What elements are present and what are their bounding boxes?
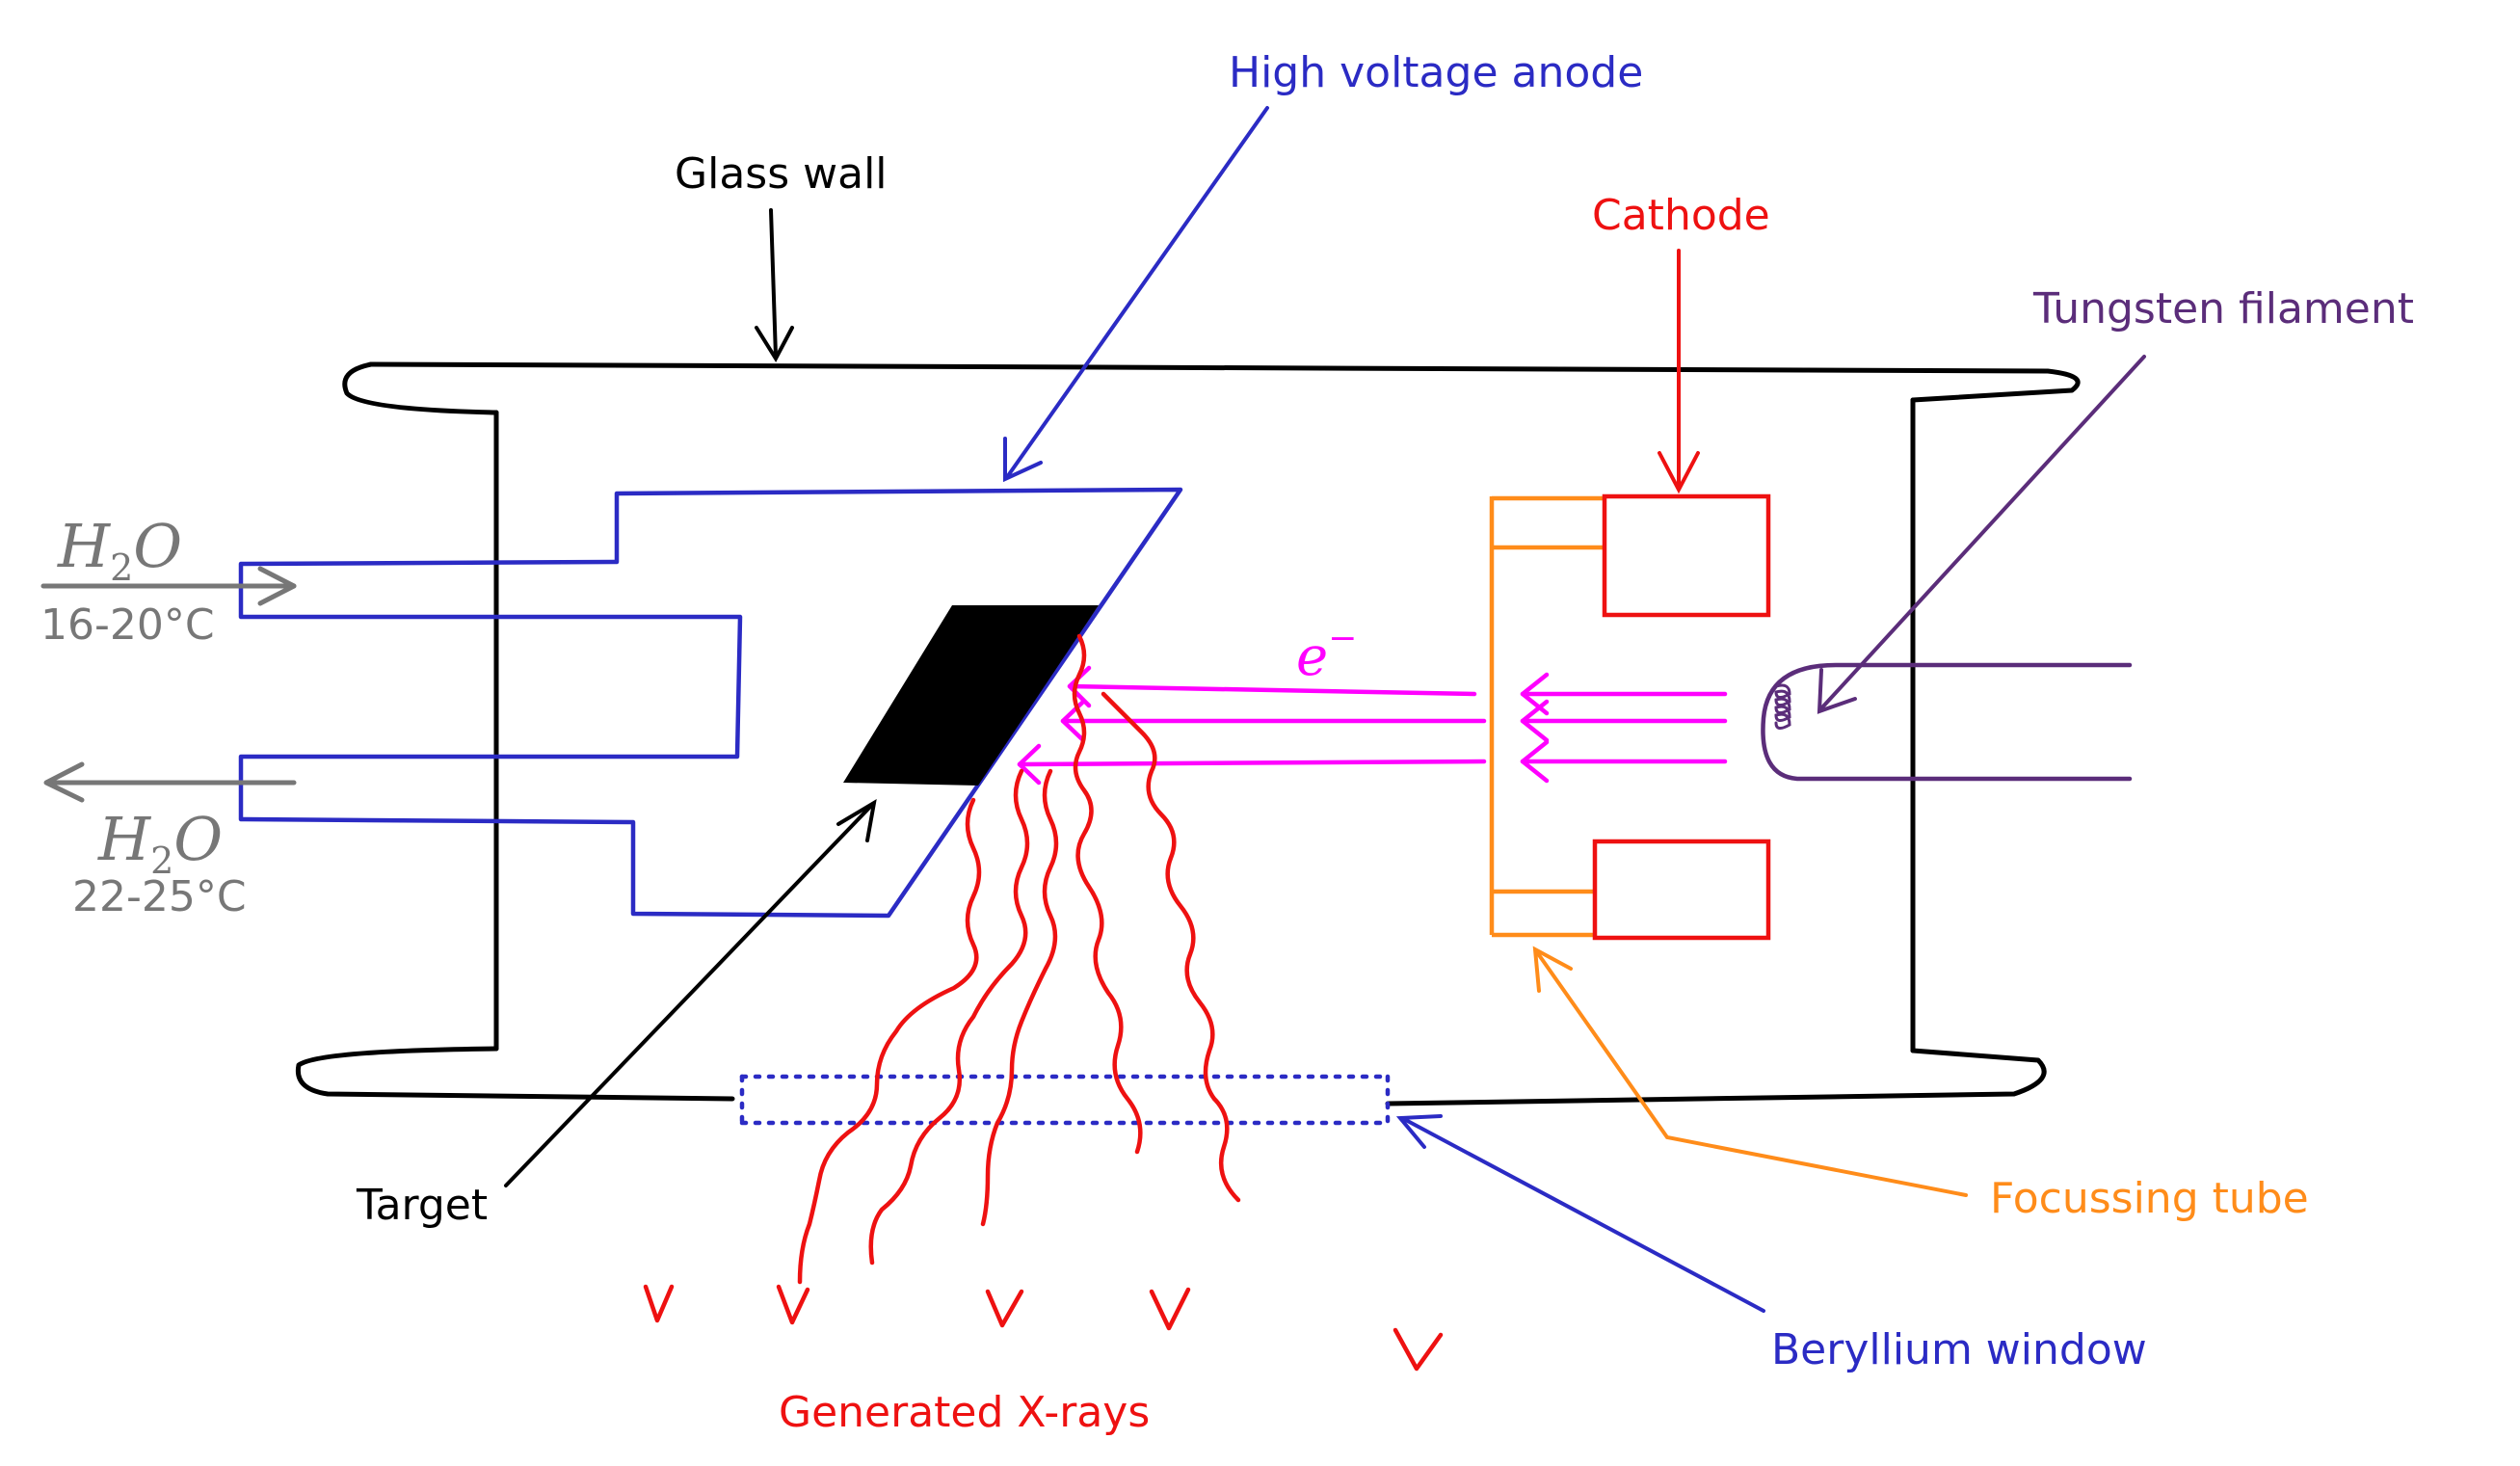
glass-wall xyxy=(295,361,2081,1106)
water-in-formula: H2O xyxy=(57,511,182,589)
target-pointer xyxy=(504,799,877,1187)
electron-label: e− xyxy=(1296,619,1357,688)
beryllium-window xyxy=(739,1074,1391,1126)
focusing-tube-pointer xyxy=(1532,946,1968,1197)
cathode xyxy=(1592,493,1771,941)
high-voltage-anode xyxy=(238,487,1183,919)
generated-xrays-label: Generated X-rays xyxy=(779,1388,1150,1437)
water-arrows xyxy=(40,566,297,803)
high-voltage-anode-label: High voltage anode xyxy=(1229,48,1643,97)
water-out-formula: H2O xyxy=(97,804,223,882)
anode-pointer xyxy=(1003,106,1269,483)
beryllium-window-label: Beryllium window xyxy=(1771,1325,2147,1374)
water-out-temp: 22-25°C xyxy=(72,872,247,921)
tungsten-filament-label: Tungsten filament xyxy=(2032,284,2414,333)
beryllium-window-pointer xyxy=(1395,1114,1765,1313)
electron-beams xyxy=(1017,665,1728,786)
focusing-tube xyxy=(1489,495,1605,938)
focusing-tube-label: Focussing tube xyxy=(1990,1174,2309,1223)
water-in-temp: 16-20°C xyxy=(40,600,215,650)
cathode-label: Cathode xyxy=(1592,191,1770,240)
tungsten-filament xyxy=(1761,662,2133,782)
target-label: Target xyxy=(356,1181,488,1230)
target-plate xyxy=(843,605,1099,786)
xray-waves xyxy=(643,633,1444,1372)
cathode-pointer xyxy=(1658,249,1700,494)
glass-wall-label: Glass wall xyxy=(675,149,888,199)
filament-pointer xyxy=(1817,355,2146,714)
glass-wall-pointer xyxy=(755,208,794,362)
